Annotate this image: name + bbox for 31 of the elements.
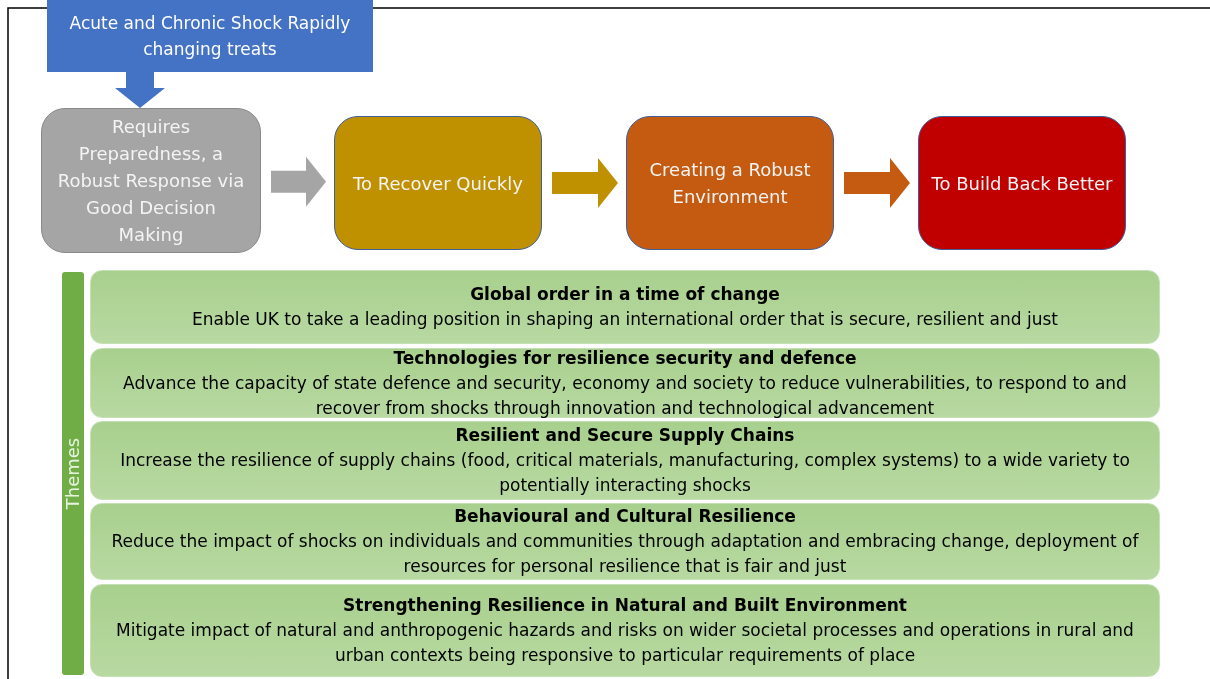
block-arrow <box>115 72 165 108</box>
theme-description: Enable UK to take a leading position in shaping an international order that is secure, resilient and just <box>192 308 1058 331</box>
vertical-label: Themes <box>62 437 84 510</box>
theme-box <box>90 270 1160 344</box>
theme-description: Increase the resilience of supply chains (food, critical materials, manufacturing, complex systems) to a wide variety to potentially interacting shocks <box>119 449 1131 497</box>
box-label: To Recover Quickly <box>353 171 523 196</box>
box-label: To Build Back Better <box>931 171 1113 196</box>
theme-title: Technologies for resilience security and defence <box>393 346 857 370</box>
theme-title: Behavioural and Cultural Resilience <box>454 505 796 528</box>
stage-box <box>918 116 1126 250</box>
block-arrow <box>271 156 326 207</box>
box-label: Requires Preparedness, a Robust Response via Good Decision Making <box>56 115 246 247</box>
themes-bar <box>62 272 84 675</box>
box-label: Acute and Chronic Shock Rapidly changing treats <box>68 12 352 61</box>
theme-box <box>90 348 1160 418</box>
theme-title: Strengthening Resilience in Natural and Built Environment <box>343 594 907 617</box>
theme-description: Advance the capacity of state defence and security, economy and society to reduce vulnerabilities, to respond to and recover from shocks through innovation and technological advancement <box>122 371 1128 420</box>
box-label: Creating a Robust Environment <box>648 158 812 209</box>
theme-description: Mitigate impact of natural and anthropogenic hazards and risks on wider societal processes and operations in rural and urban contexts being responsive to particular requirements of place <box>115 619 1135 667</box>
theme-description: Reduce the impact of shocks on individuals and communities through adaptation and embracing change, deployment of resources for personal resilience that is fair and just <box>110 530 1140 578</box>
shock-box <box>47 0 373 72</box>
stage-box <box>41 108 261 253</box>
theme-title: Resilient and Secure Supply Chains <box>455 424 795 447</box>
stage-box <box>626 116 834 250</box>
theme-box <box>90 584 1160 677</box>
theme-title: Global order in a time of change <box>470 283 780 306</box>
theme-box <box>90 503 1160 580</box>
block-arrow <box>844 158 910 208</box>
theme-box <box>90 421 1160 500</box>
block-arrow <box>552 158 618 208</box>
stage-box <box>334 116 542 250</box>
